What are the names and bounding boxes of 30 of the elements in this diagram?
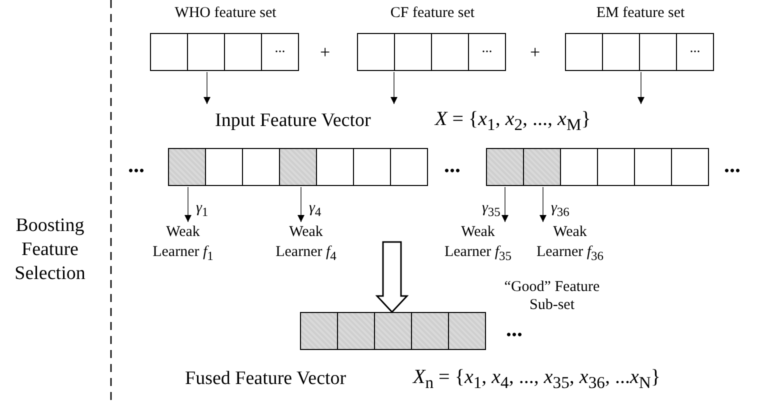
plus-sign: + <box>320 42 330 63</box>
arrow <box>502 186 508 222</box>
heading-text: CF feature set <box>390 5 475 22</box>
heading-text: EM feature set <box>596 5 685 22</box>
learner-label: Weak Learner f$_{35}$ <box>439 222 517 268</box>
learner-label: Weak Learner f$_{1}$ <box>144 222 222 268</box>
learner-label: Weak Learner f$_{36}$ <box>531 222 609 268</box>
ellipsis: ... <box>444 152 460 178</box>
arrow <box>540 186 546 222</box>
arrow <box>638 72 644 104</box>
heading-text: WHO feature set <box>174 5 276 22</box>
formula-text: X = {x$_{1}$, x$_{2}$, ..., x$_{M}$} <box>435 108 591 135</box>
vector-cell: ... <box>261 33 299 71</box>
arrow <box>204 72 210 104</box>
heading-text: Fused Feature Vector <box>185 368 346 390</box>
learner-label: Weak Learner f$_{4}$ <box>267 222 345 268</box>
formula-text: X$_{n}$ = {x$_{1}$, x$_{4}$, ..., x$_{35}$, x$_{36}$, ...x$_{N}$} <box>413 366 660 393</box>
hollow-arrow <box>375 241 409 314</box>
arrow <box>184 186 192 222</box>
ellipsis: ... <box>506 316 522 342</box>
ellipsis: ... <box>128 152 144 178</box>
arrow <box>298 186 304 222</box>
vector-cell: ... <box>676 33 714 71</box>
section-label: Boosting Feature Selection <box>14 214 86 286</box>
caption-text: “Good” Feature Sub-set <box>503 278 601 314</box>
ellipsis: ... <box>724 152 740 178</box>
plus-sign: + <box>530 42 540 63</box>
arrow <box>390 72 398 104</box>
heading-text: Input Feature Vector <box>215 110 371 132</box>
vector-cell: ... <box>468 33 506 71</box>
